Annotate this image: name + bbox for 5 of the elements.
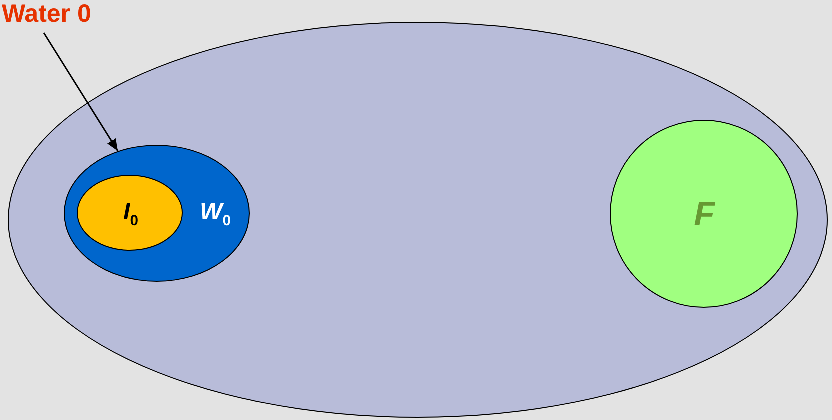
set-label: F bbox=[694, 195, 715, 234]
callout-text: Water 0 bbox=[2, 0, 92, 29]
arrow bbox=[43, 32, 119, 152]
set-label: W$_{0}$ bbox=[200, 198, 231, 229]
set-label: I$_{0}$ bbox=[124, 198, 138, 230]
